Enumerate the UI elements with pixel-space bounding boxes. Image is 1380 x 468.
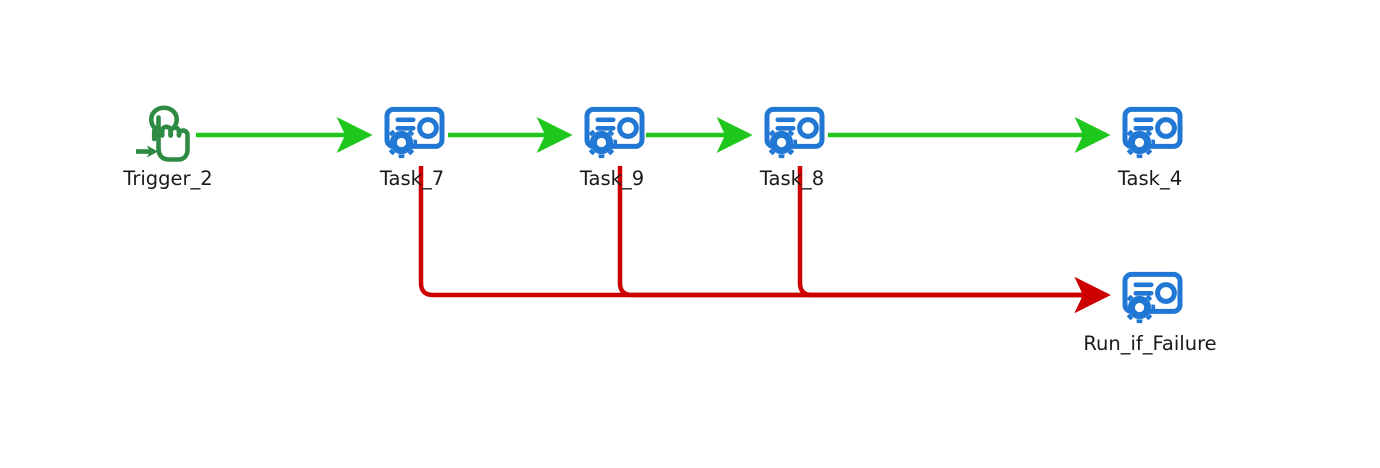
node-label-task_7: Task_7 (379, 167, 445, 190)
task-gear-icon (764, 106, 825, 159)
node-label-task_4: Task_4 (1117, 167, 1183, 190)
task-gear-icon (584, 106, 645, 159)
task-gear-icon (1122, 106, 1183, 159)
hand-tap-trigger-icon (136, 105, 190, 162)
node-label-task_8: Task_8 (759, 167, 825, 190)
edge-task_9-run_if_failure (617, 166, 1111, 313)
edge-task_7-run_if_failure (418, 166, 1111, 313)
task-gear-icon (384, 106, 445, 159)
edge-task_8-run_if_failure (797, 166, 1111, 313)
trigger-inbound-arrow (136, 145, 158, 158)
node-label-trigger_2: Trigger_2 (123, 167, 213, 190)
node-label-run_if_failure: Run_if_Failure (1083, 332, 1217, 355)
node-label-task_9: Task_9 (579, 167, 645, 190)
task-gear-icon (1122, 271, 1183, 324)
